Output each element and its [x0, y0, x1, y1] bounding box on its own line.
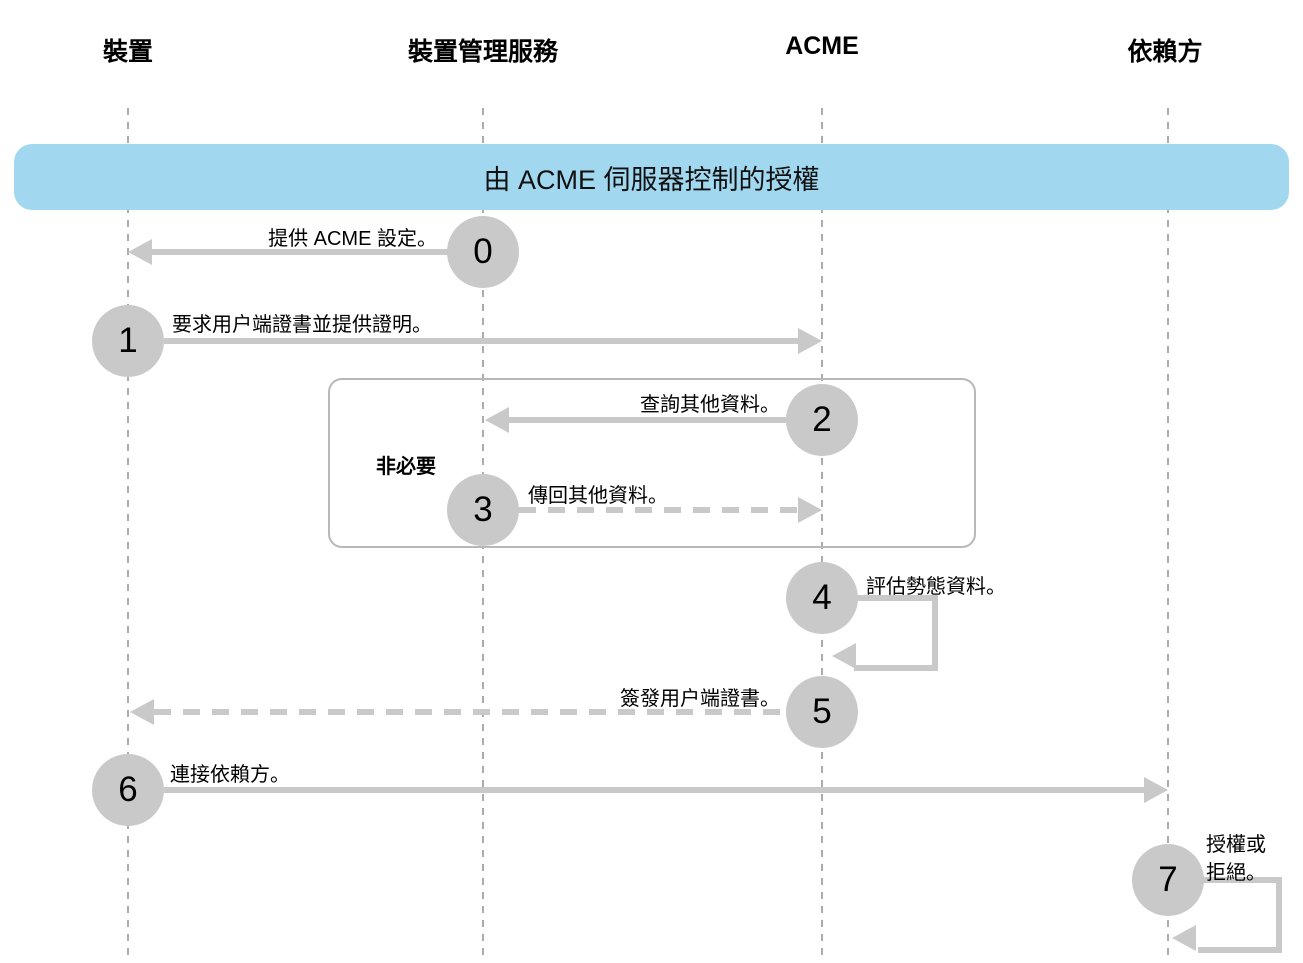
arrowhead-right-icon — [798, 328, 822, 354]
msg-label-step0: 提供 ACME 設定。 — [268, 228, 437, 250]
arrow-step2 — [509, 417, 786, 423]
step-circle-6: 6 — [92, 754, 164, 826]
arrow-step0 — [150, 249, 483, 255]
msg-label-step4: 評估勢態資料。 — [866, 576, 1006, 598]
msg-label-step1: 要求用户端證書並提供證明。 — [172, 314, 432, 336]
step-circle-2: 2 — [786, 384, 858, 456]
step-circle-3: 3 — [447, 474, 519, 546]
msg-label-step7: 授權或 拒絕。 — [1206, 831, 1266, 887]
lifeline-device — [127, 108, 129, 958]
step-circle-5: 5 — [786, 676, 858, 748]
arrow-step1 — [164, 338, 798, 344]
actor-device-management-service: 裝置管理服務 — [407, 38, 559, 66]
arrow-step5 — [154, 709, 786, 715]
arrow-step6 — [164, 787, 1144, 793]
step-circle-0: 0 — [447, 216, 519, 288]
step-circle-1: 1 — [92, 305, 164, 377]
msg-label-step7-line2: 拒絕。 — [1206, 862, 1266, 884]
optional-group-label: 非必要 — [376, 456, 436, 478]
lifeline-relying-party — [1167, 108, 1169, 958]
arrowhead-left-icon — [832, 643, 856, 669]
msg-label-step6: 連接依賴方。 — [170, 764, 290, 786]
banner-acme-controlled-authorization: 由 ACME 伺服器控制的授權 — [14, 144, 1289, 210]
msg-label-step5: 簽發用户端證書。 — [620, 688, 780, 710]
arrowhead-left-icon — [1172, 925, 1196, 951]
self-loop-step4 — [854, 595, 938, 671]
actor-acme: ACME — [785, 32, 859, 60]
banner-label: 由 ACME 伺服器控制的授權 — [483, 164, 820, 195]
arrowhead-left-icon — [128, 239, 152, 265]
arrowhead-right-icon — [1144, 777, 1168, 803]
msg-label-step3: 傳回其他資料。 — [528, 485, 668, 507]
step-circle-4: 4 — [786, 562, 858, 634]
actor-device: 裝置 — [102, 38, 154, 66]
step-circle-7: 7 — [1132, 844, 1204, 916]
lifeline-acme — [821, 108, 823, 958]
arrowhead-left-icon — [485, 407, 509, 433]
arrowhead-left-icon — [130, 699, 154, 725]
self-loop-step7 — [1198, 877, 1282, 953]
msg-label-step2: 查詢其他資料。 — [640, 394, 780, 416]
msg-label-step7-line1: 授權或 — [1206, 834, 1266, 856]
actor-relying-party: 依賴方 — [1127, 38, 1203, 66]
arrowhead-right-icon — [798, 497, 822, 523]
optional-group-box — [328, 378, 976, 548]
arrow-step3 — [519, 507, 798, 513]
